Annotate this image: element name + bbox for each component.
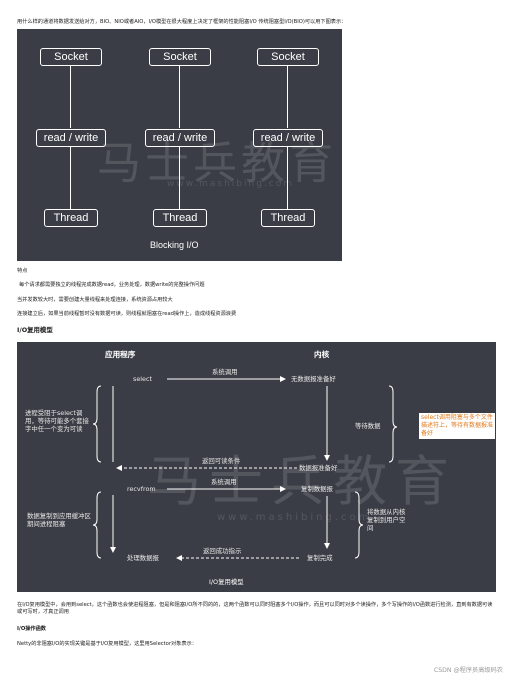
watermark-url: www.mashibing.com bbox=[217, 512, 372, 523]
features-label: 特点 bbox=[17, 268, 28, 274]
mux-arrows bbox=[92, 376, 398, 561]
blocking-io-caption: Blocking I/O bbox=[150, 240, 199, 250]
left-note-copy: 数据复制到应用缓冲区期间进程阻塞 bbox=[27, 512, 91, 528]
thread-box-1: Thread bbox=[44, 209, 98, 227]
watermark: 马士兵教育 bbox=[147, 450, 457, 513]
feature-3: 连接建立后，如果当前线程暂时没有数据可读，则线程就阻塞在read操作上，造成线程… bbox=[17, 311, 237, 317]
copy-data-label: 复制数据报 bbox=[301, 485, 333, 493]
netty-text: Netty的非阻塞I/O的实现关键是基于I/O复用模型，这里用Selector对… bbox=[17, 641, 197, 647]
orange-note: select调用阻塞与多个文件描述符上，等待有数据报准备好 bbox=[419, 413, 495, 439]
left-note-select: 进程受阻于select调用，等待可能多个套接字中任一个变为可读 bbox=[25, 409, 89, 433]
column-header-app: 应用程序 bbox=[105, 350, 136, 359]
thread-box-3: Thread bbox=[261, 209, 315, 227]
feature-1: 每个请求都需要独立的线程完成数据read，业务处理，数据write的完整操作问题 bbox=[19, 282, 205, 288]
intro-text: 用什么样的通道将数据发送给对方，BIO、NIO或者AIO，I/O模型在很大程度上… bbox=[17, 19, 347, 25]
select-label: select bbox=[133, 375, 152, 383]
recvfrom-label: recvfrom bbox=[127, 485, 156, 493]
syscall-2-label: 系统调用 bbox=[211, 478, 237, 486]
mux-heading: I/O复用模型 bbox=[17, 326, 53, 334]
copy-done-label: 复制完成 bbox=[307, 554, 333, 562]
return-readable-label: 返回可读条件 bbox=[202, 457, 241, 465]
mux-description: 在I/O复用模型中，会用到select，这个函数也会使进程阻塞，但是和阻塞I/O… bbox=[17, 602, 493, 615]
no-data-label: 无数据报准备好 bbox=[291, 375, 336, 383]
read-write-box-2: read / write bbox=[145, 129, 215, 147]
mux-caption: I/O复用模型 bbox=[209, 578, 244, 586]
read-write-box-1: read / write bbox=[36, 129, 106, 147]
thread-box-2: Thread bbox=[153, 209, 207, 227]
feature-2: 当并发数较大时，需要创建大量线程来处理连接，系统资源占用较大 bbox=[17, 297, 173, 303]
socket-box-1: Socket bbox=[40, 48, 102, 66]
data-ready-label: 数据报准备好 bbox=[299, 464, 338, 472]
socket-box-3: Socket bbox=[257, 48, 319, 66]
read-write-box-3: read / write bbox=[253, 129, 323, 147]
return-success-label: 返回成功指示 bbox=[203, 547, 242, 555]
blocking-io-diagram: 马士兵教育 www.mashibing.com Socket Socket So… bbox=[17, 29, 342, 261]
syscall-1-label: 系统调用 bbox=[212, 368, 238, 376]
wait-data-label: 等待数据 bbox=[355, 422, 381, 430]
csdn-footer: CSDN @程序员高级码农 bbox=[433, 667, 503, 674]
right-note-copy: 将数据从内核复制到用户空间 bbox=[367, 508, 406, 532]
column-header-kernel: 内核 bbox=[314, 350, 330, 359]
socket-box-2: Socket bbox=[149, 48, 211, 66]
handle-data-label: 处理数据报 bbox=[127, 554, 159, 562]
watermark-url: www.mashibing.com bbox=[167, 179, 295, 189]
io-multiplexing-diagram: 马士兵教育 www.mashibing.com 应用程序 内核 sel bbox=[17, 342, 496, 592]
io-function-label: I/O操作函数 bbox=[17, 626, 46, 632]
